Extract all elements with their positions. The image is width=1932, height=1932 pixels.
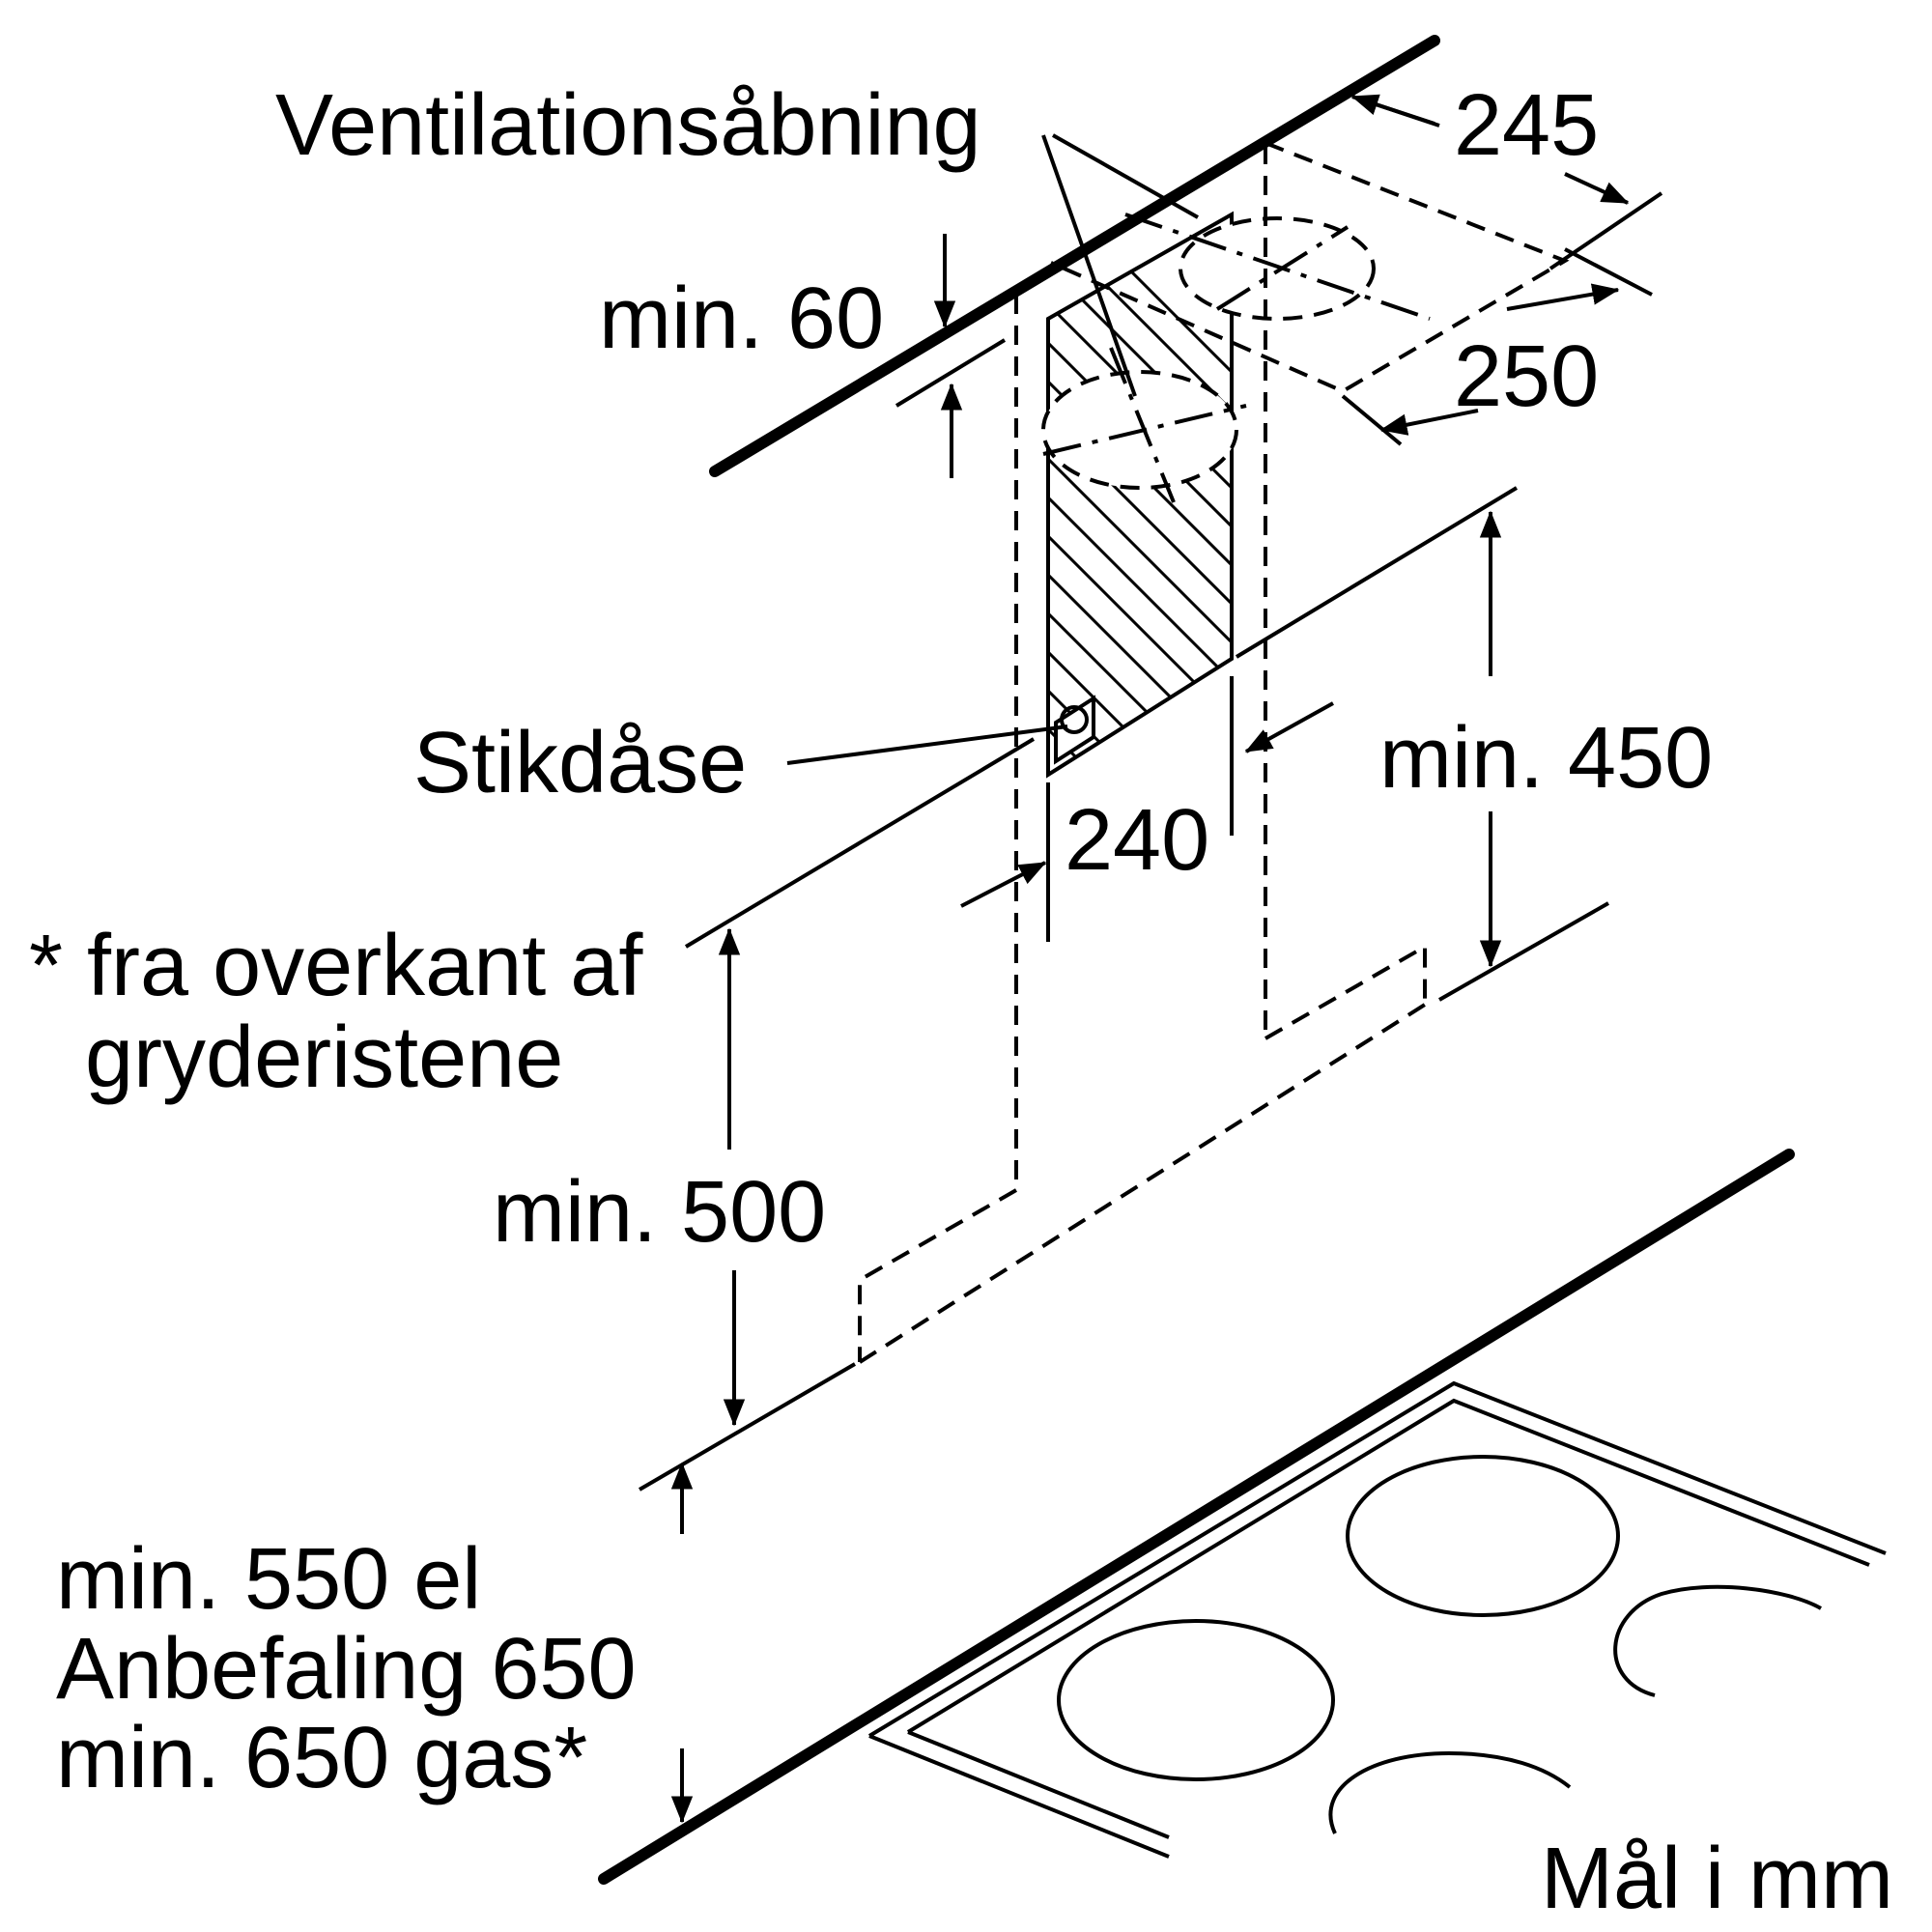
clearance-label-line2: Anbefaling 650 [56,1621,637,1718]
ventilation-label: Ventilationsåbning [275,77,981,174]
cooking-zone [1346,1455,1620,1617]
socket-icon [1054,695,1095,765]
mounting-area-outline [1046,211,1234,779]
note-label-line1: * fra overkant af [29,918,643,1014]
units-label: Mål i mm [1541,1831,1893,1927]
ceiling-cutout-outline [1050,141,1570,394]
dim-min60-label: min. 60 [599,270,884,367]
dim-245-label: 245 [1454,77,1599,174]
ceiling-vent-opening [1179,216,1376,321]
dim-240-label: 240 [1065,792,1209,889]
cooking-zone [1328,1750,1572,1834]
dim-250-label: 250 [1454,328,1599,425]
ceiling-line [709,35,1440,477]
note-label-line2: gryderistene [85,1009,563,1106]
cooking-zone [1057,1619,1335,1781]
dim-min500-label: min. 500 [493,1164,826,1261]
socket-label: Stikdåse [413,715,747,811]
dim-min450-label: min. 450 [1379,710,1713,807]
clearance-label-line1: min. 550 el [56,1531,481,1628]
clearance-label-line3: min. 650 gas* [56,1710,587,1806]
countertop-edge [598,1149,1795,1885]
cooktop [867,1380,1887,1859]
cooking-zone [1613,1584,1822,1697]
